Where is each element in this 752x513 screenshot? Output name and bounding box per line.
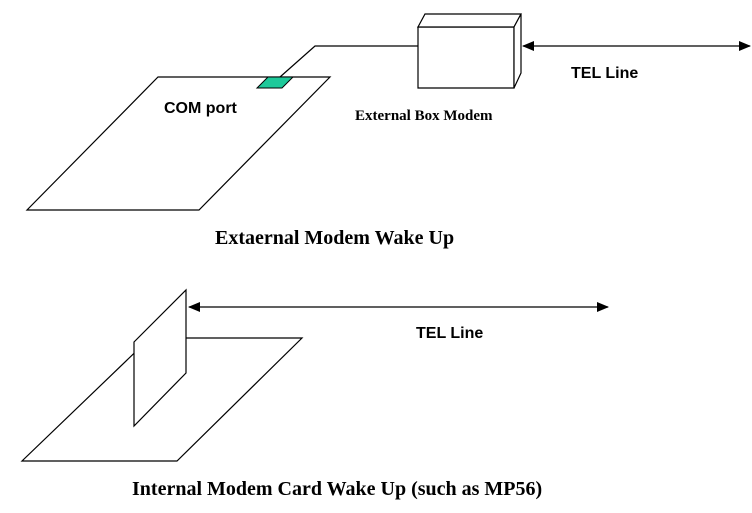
com-port-label: COM port: [164, 100, 237, 117]
external-box-modem-label: External Box Modem: [355, 108, 493, 124]
motherboard-board-bottom: [20, 337, 304, 462]
com-port: [255, 76, 295, 89]
external-box-modem: [416, 13, 523, 89]
internal-modem-caption: Internal Modem Card Wake Up (such as MP5…: [132, 478, 543, 500]
serial-cable: [279, 45, 418, 78]
motherboard-board-top: [25, 76, 332, 211]
internal-modem-card: [133, 288, 187, 428]
tel-line-label-bottom: TEL Line: [416, 325, 484, 342]
external-modem-caption: Extaernal Modem Wake Up: [215, 227, 455, 249]
tel-line-label-top: TEL Line: [571, 65, 639, 82]
